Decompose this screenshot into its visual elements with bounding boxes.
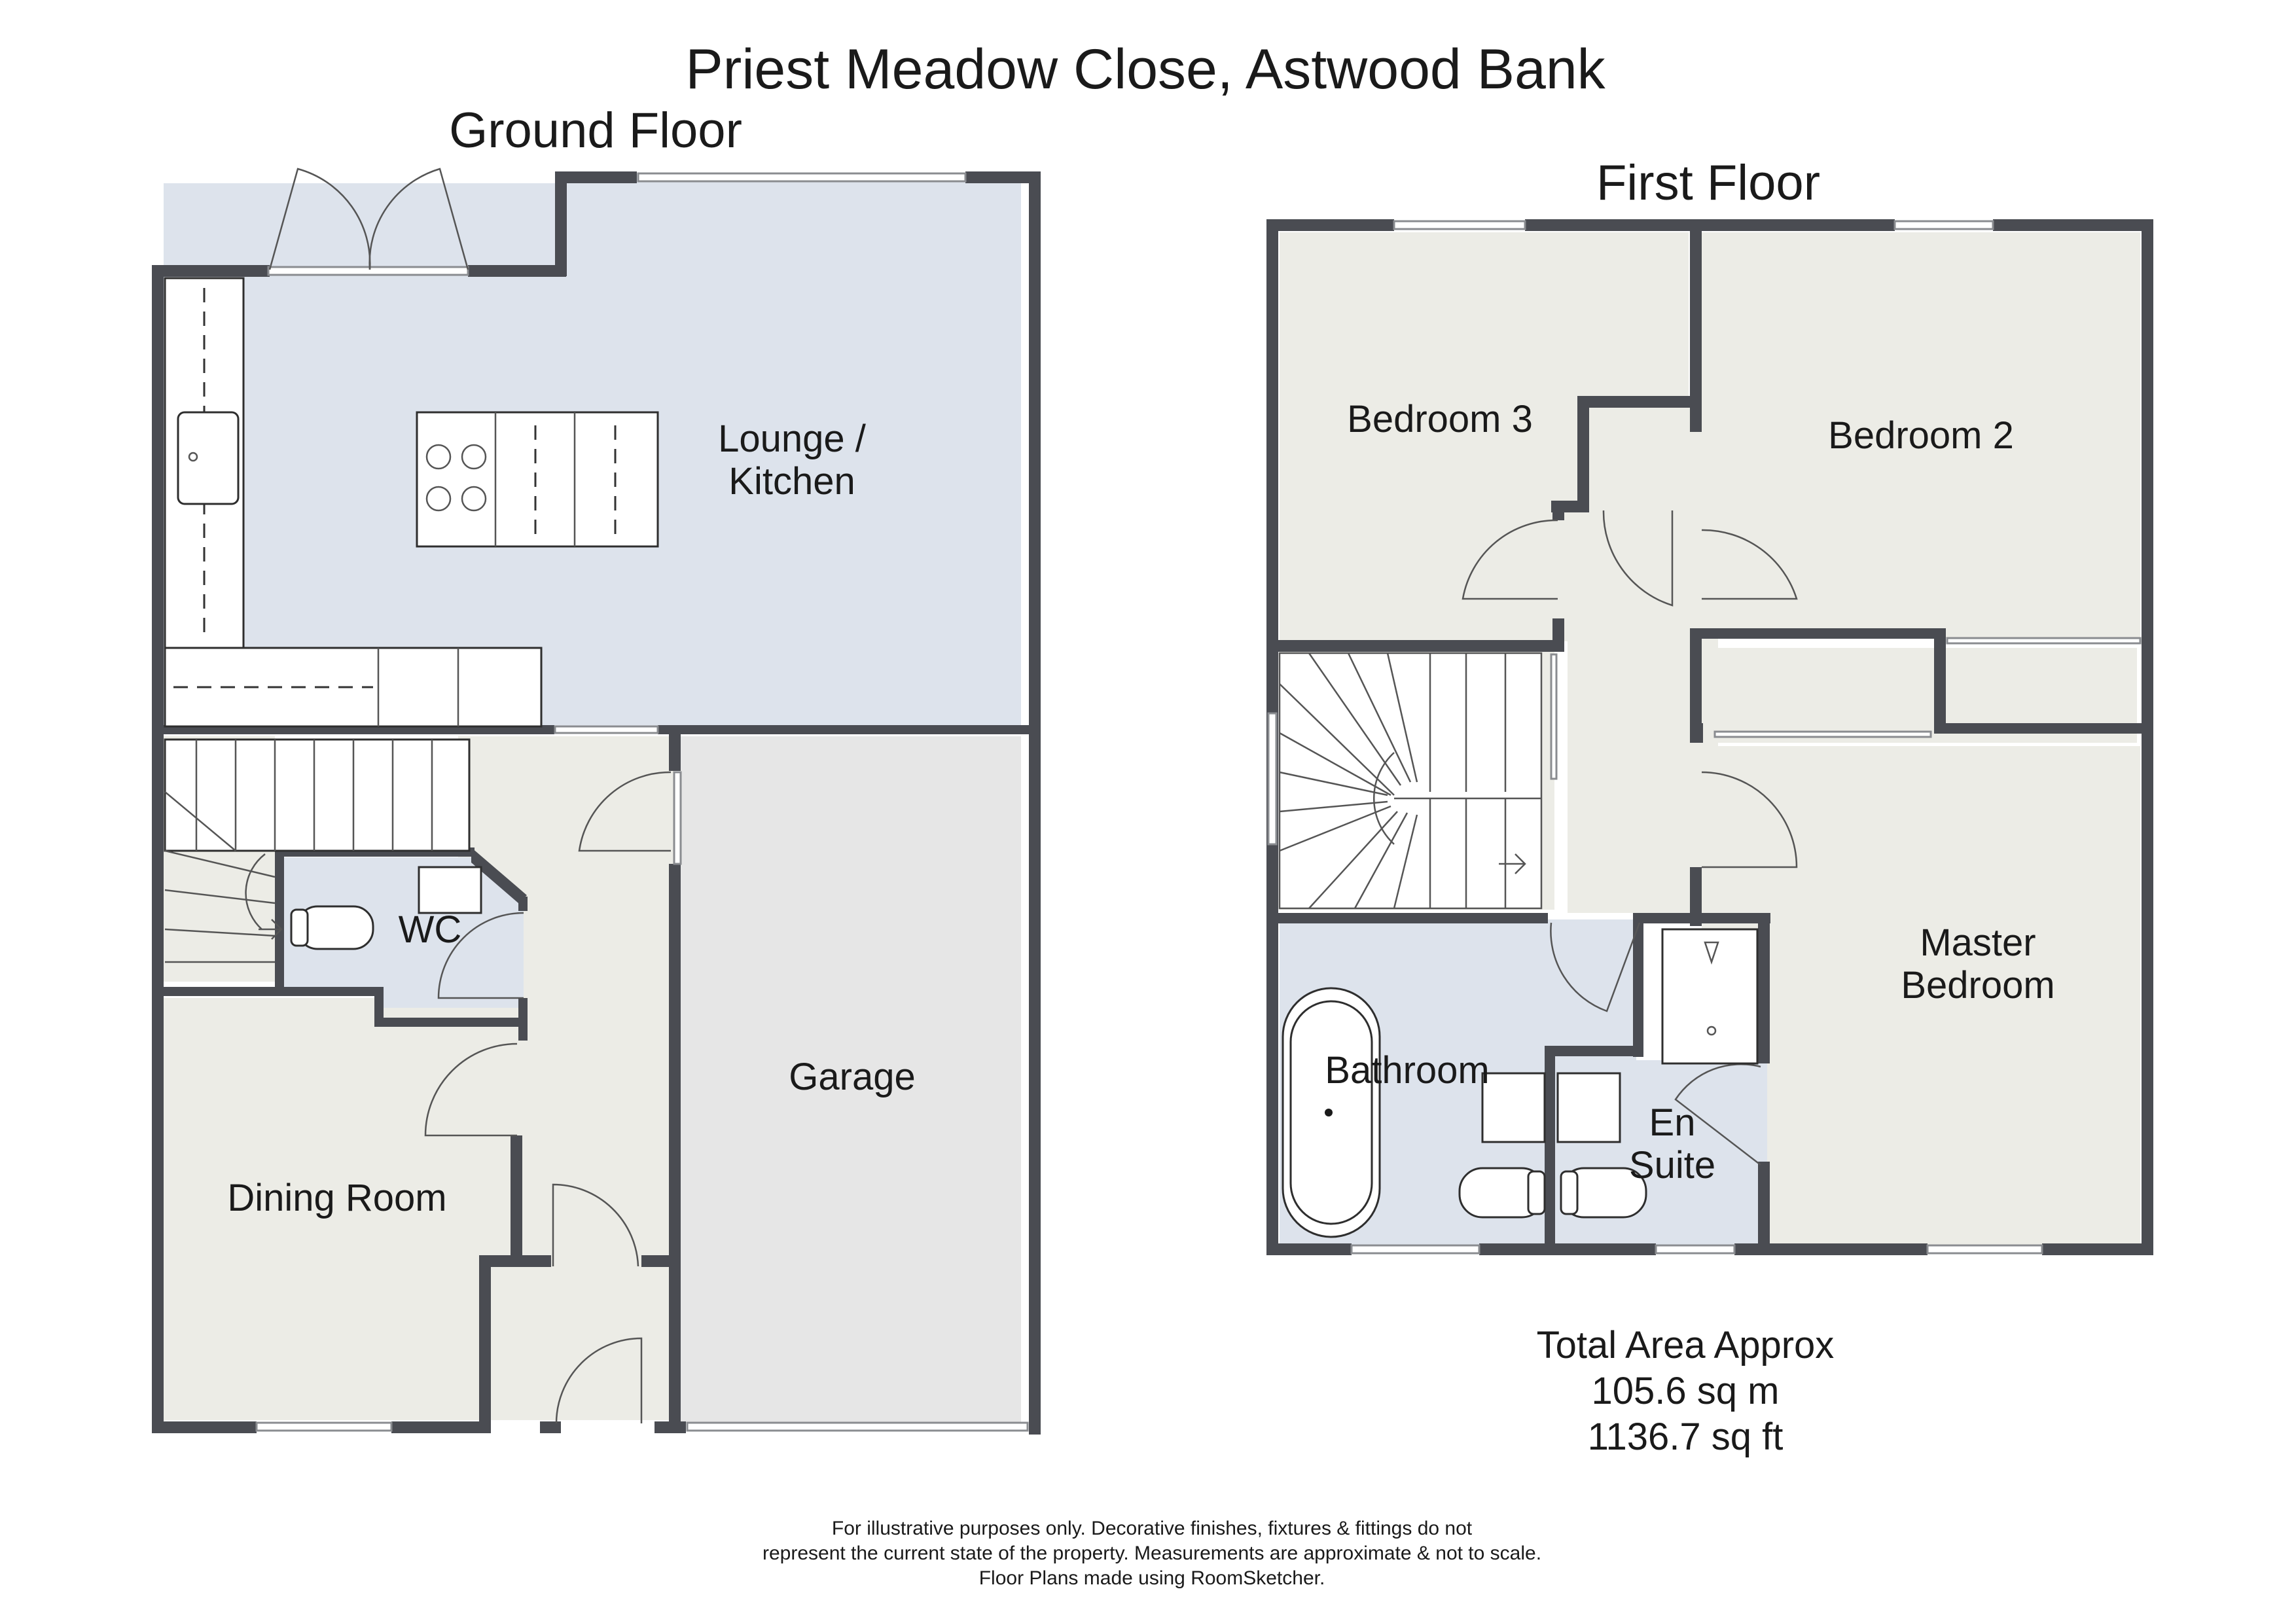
lounge-kitchen-label: Lounge / bbox=[718, 418, 867, 460]
dining-room-floor bbox=[164, 998, 520, 1420]
bedroom3-label: Bedroom 3 bbox=[1347, 398, 1533, 440]
master-bedroom-label: Master bbox=[1920, 921, 2036, 964]
total-area-sqft: 1136.7 sq ft bbox=[1588, 1416, 1784, 1458]
first-floor-plan bbox=[1266, 219, 2153, 1255]
wc-label: WC bbox=[399, 908, 462, 951]
garage-floor bbox=[681, 736, 1021, 1423]
en-suite-label-2: Suite bbox=[1629, 1144, 1715, 1186]
page-title: Priest Meadow Close, Astwood Bank bbox=[685, 38, 1605, 101]
first-floor-title: First Floor bbox=[1596, 155, 1820, 211]
disclaimer-line-3: Floor Plans made using RoomSketcher. bbox=[979, 1567, 1325, 1589]
dining-room-label: Dining Room bbox=[227, 1177, 446, 1219]
bedroom2-label: Bedroom 2 bbox=[1828, 414, 2014, 457]
lounge-kitchen-label-2: Kitchen bbox=[728, 460, 855, 503]
bathroom-label: Bathroom bbox=[1325, 1049, 1489, 1092]
disclaimer-line-2: represent the current state of the prope… bbox=[762, 1543, 1541, 1564]
master-bedroom-label-2: Bedroom bbox=[1901, 964, 2054, 1007]
bedroom2-floor bbox=[1702, 232, 2140, 638]
disclaimer-line-1: For illustrative purposes only. Decorati… bbox=[832, 1518, 1473, 1539]
ground-floor-title: Ground Floor bbox=[449, 103, 742, 158]
total-area-sqm: 105.6 sq m bbox=[1592, 1370, 1780, 1412]
total-area-label: Total Area Approx bbox=[1537, 1324, 1835, 1366]
garage-label: Garage bbox=[789, 1056, 915, 1098]
master-bedroom-floor bbox=[1702, 746, 2140, 1247]
en-suite-label: En bbox=[1649, 1101, 1696, 1144]
ground-floor-plan bbox=[152, 168, 1041, 1435]
